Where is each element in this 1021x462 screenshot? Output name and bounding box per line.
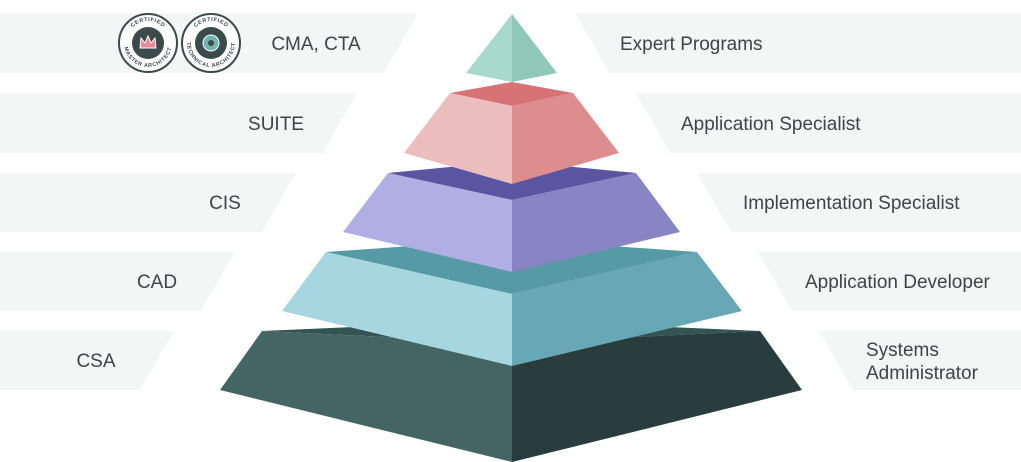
tier-4-right-face: [512, 252, 742, 366]
tier-2-left-face: [404, 93, 512, 184]
tier-3-code-label: CIS: [209, 193, 241, 214]
right-band-4: [758, 252, 1021, 311]
gear-icon: [202, 34, 220, 52]
tier-4-code-label: CAD: [137, 272, 177, 293]
right-band-3: [697, 173, 1021, 232]
tier-2-right-face: [512, 93, 619, 184]
tier-5-right-face: [512, 331, 802, 462]
tier-5-name-label-line-2: Administrator: [866, 363, 979, 384]
right-band-1: [575, 13, 1021, 73]
tier-5-code-label: CSA: [76, 351, 115, 372]
left-band-2: [0, 93, 357, 153]
left-band-4: [0, 252, 235, 311]
left-band-3: [0, 173, 296, 232]
master-architect-badge: CERTIFIED MASTER ARCHITECT: [118, 13, 178, 73]
tier-1-expert-programs: [466, 14, 557, 82]
tier-2-name-label: Application Specialist: [681, 114, 861, 135]
tier-3-name-label: Implementation Specialist: [743, 193, 960, 214]
tier-4-name-label: Application Developer: [805, 272, 991, 293]
tier-3-left-face: [343, 173, 512, 272]
tier-2-top-face: [450, 82, 573, 106]
right-bands: [575, 13, 1021, 390]
tier-2-application-specialist: [404, 82, 619, 184]
tier-1-name-label: Expert Programs: [620, 34, 763, 55]
crown-icon: [139, 34, 157, 49]
tier-1-code-label: CMA, CTA: [271, 34, 361, 55]
tier-2-code-label: SUITE: [248, 114, 304, 135]
tier-1-right-face: [512, 14, 557, 82]
tier-1-left-face: [466, 14, 512, 82]
left-bands: [0, 13, 418, 390]
left-band-5: [0, 331, 174, 390]
tier-4-left-face: [282, 252, 512, 366]
right-band-5: [819, 331, 1021, 390]
tier-5-name-label-line-1: Systems: [866, 340, 939, 361]
tier-3-right-face: [512, 173, 680, 272]
right-band-2: [636, 93, 1021, 153]
technical-architect-badge: CERTIFIED TECHNICAL ARCHITECT: [181, 13, 241, 73]
pyramid: [220, 14, 802, 462]
tier-5-left-face: [220, 331, 512, 462]
